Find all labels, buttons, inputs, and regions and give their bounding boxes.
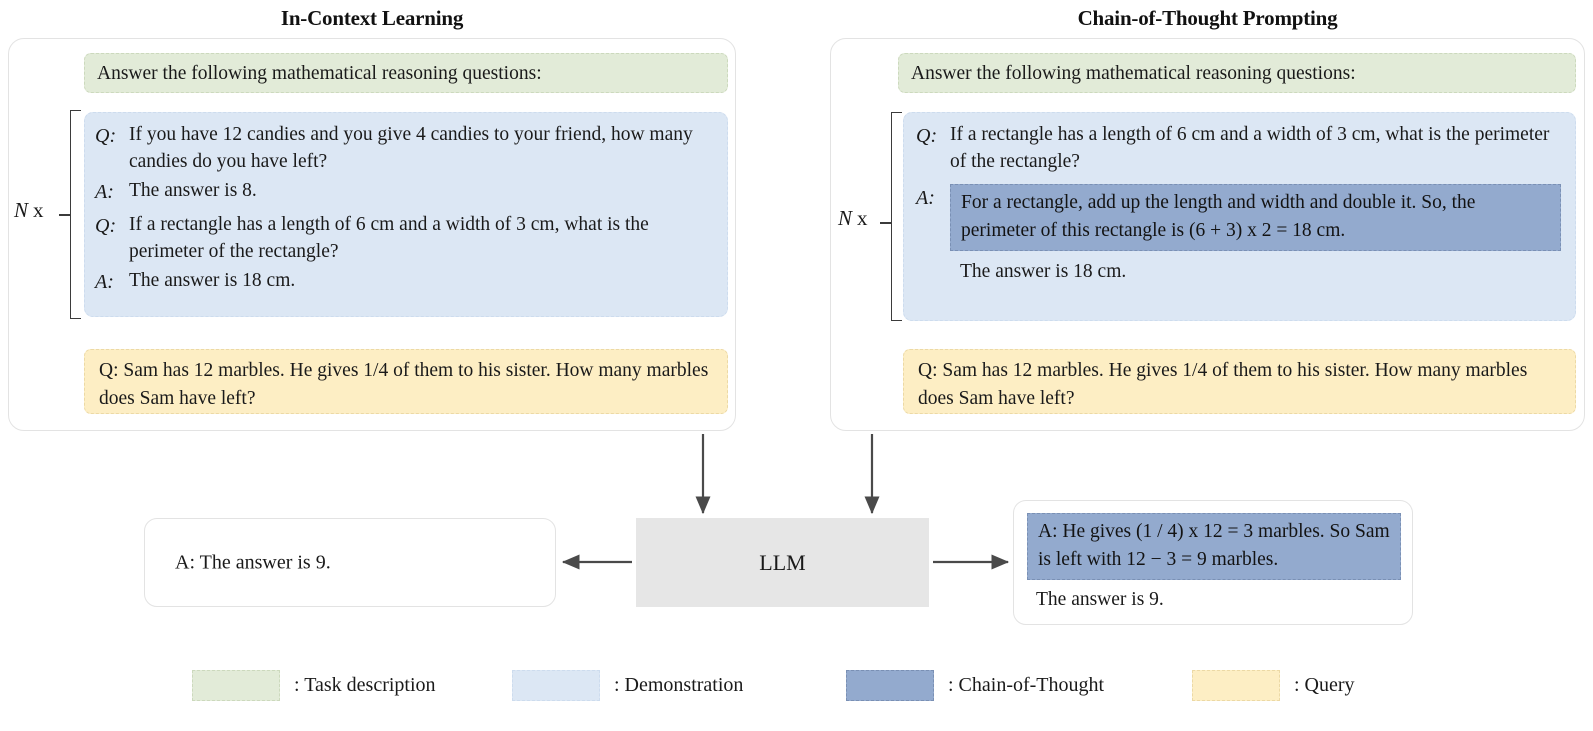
icl-repeat-n: N [14, 198, 29, 222]
cot-demonstration-box: Q: If a rectangle has a length of 6 cm a… [903, 112, 1576, 321]
icl-task-description-box: Answer the following mathematical reason… [84, 53, 728, 93]
icl-demo-1-a-label: A: [95, 180, 114, 203]
legend-swatch-query-icon [1192, 670, 1280, 701]
legend-item-query: : Query [1192, 670, 1355, 701]
cot-repeat-n: N [838, 206, 853, 230]
legend-label-chain-of-thought: : Chain-of-Thought [948, 674, 1105, 696]
legend-label-query: : Query [1294, 674, 1355, 696]
icl-demo-1-answer: A: The answer is 8. [95, 178, 713, 207]
cot-repeat-bracket [891, 112, 902, 321]
icl-output-box: A: The answer is 9. [144, 518, 556, 607]
icl-repeat-times: x [33, 198, 44, 222]
icl-demo-2-q-label: Q: [95, 215, 117, 238]
icl-query-box: Q: Sam has 12 marbles. He gives 1/4 of t… [84, 349, 728, 414]
cot-output-answer-text: The answer is 9. [1036, 589, 1164, 610]
icl-repeat-bracket [70, 110, 81, 319]
cot-demo-q-text: If a rectangle has a length of 6 cm and … [950, 124, 1550, 172]
cot-query-text: Q: Sam has 12 marbles. He gives 1/4 of t… [918, 360, 1528, 409]
cot-demo-answer-spacer [916, 259, 950, 260]
cot-demo-q-label: Q: [916, 125, 938, 147]
cot-output-box: A: He gives (1 / 4) x 12 = 3 marbles. So… [1013, 500, 1413, 625]
column-title-chain-of-thought-prompting: Chain-of-Thought Prompting [1077, 6, 1338, 30]
icl-bracket-tick [59, 214, 71, 216]
icl-demo-2-a-label: A: [95, 271, 114, 294]
legend-item-task-description: : Task description [192, 670, 436, 701]
cot-query-box: Q: Sam has 12 marbles. He gives 1/4 of t… [903, 349, 1576, 414]
icl-demo-2-answer: A: The answer is 18 cm. [95, 268, 713, 297]
icl-demo-2-q-text: If a rectangle has a length of 6 cm and … [129, 214, 649, 263]
cot-repeat-times: x [857, 206, 868, 230]
icl-demo-1-q-label: Q: [95, 125, 117, 147]
icl-demo-1-question: Q: If you have 12 candies and you give 4… [95, 122, 713, 176]
cot-demo-answer: The answer is 18 cm. [916, 259, 1561, 286]
icl-demo-2-question: Q: If a rectangle has a length of 6 cm a… [95, 212, 713, 266]
cot-demo-question: Q: If a rectangle has a length of 6 cm a… [916, 122, 1561, 176]
legend-swatch-task-description-icon [192, 670, 280, 701]
legend-item-chain-of-thought: : Chain-of-Thought [846, 670, 1104, 701]
cot-output-rationale-box: A: He gives (1 / 4) x 12 = 3 marbles. So… [1027, 513, 1401, 581]
cot-demo-rationale-box: For a rectangle, add up the length and w… [950, 183, 1561, 251]
icl-query-text: Q: Sam has 12 marbles. He gives 1/4 of t… [99, 360, 709, 409]
legend-item-demonstration: : Demonstration [512, 670, 743, 701]
cot-demo-a-label: A: [916, 186, 935, 209]
cot-demo-a-text: The answer is 18 cm. [960, 260, 1127, 282]
icl-task-description-text: Answer the following mathematical reason… [97, 63, 542, 84]
icl-output-text: A: The answer is 9. [175, 551, 331, 573]
legend-label-task-description: : Task description [294, 674, 436, 696]
legend-label-demonstration: : Demonstration [614, 674, 744, 696]
icl-demo-1-a-text: The answer is 8. [129, 179, 257, 201]
icl-demo-2-a-text: The answer is 18 cm. [129, 270, 296, 292]
icl-demonstration-box: Q: If you have 12 candies and you give 4… [84, 112, 728, 317]
legend-swatch-demonstration-icon [512, 670, 600, 701]
cot-bracket-tick [880, 222, 892, 224]
cot-demo-rationale-row: A: For a rectangle, add up the length an… [916, 183, 1561, 251]
icl-demo-1-q-text: If you have 12 candies and you give 4 ca… [129, 124, 693, 172]
llm-label: LLM [759, 549, 806, 575]
cot-task-description-text: Answer the following mathematical reason… [911, 63, 1356, 84]
legend-swatch-chain-of-thought-icon [846, 670, 934, 701]
column-title-in-context-learning: In-Context Learning [280, 6, 464, 30]
legend: : Task description : Demonstration : Cha… [0, 668, 1593, 718]
cot-task-description-box: Answer the following mathematical reason… [898, 53, 1576, 93]
llm-box: LLM [636, 518, 929, 607]
